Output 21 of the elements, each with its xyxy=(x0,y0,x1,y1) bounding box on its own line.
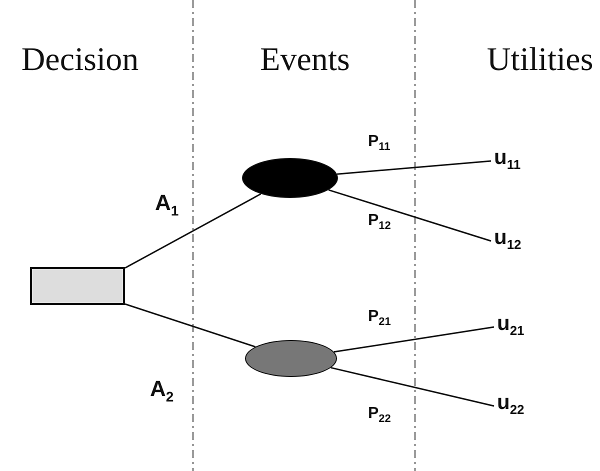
chance-node xyxy=(245,340,337,377)
column-heading: Events xyxy=(260,42,350,79)
edge-label: A$_{2}$ xyxy=(150,376,174,404)
decision-box xyxy=(30,267,125,305)
column-heading: Decision xyxy=(21,42,139,79)
edge-label: P$_{11}$ xyxy=(368,133,390,154)
utility-label: u$_{11}$ xyxy=(494,146,521,172)
utility-label: u$_{12}$ xyxy=(494,226,522,252)
branch-line xyxy=(328,189,492,242)
column-heading: Utilities xyxy=(486,42,594,79)
utility-label: u$_{22}$ xyxy=(497,391,524,418)
edge-label: P$_{21}$ xyxy=(368,308,391,328)
edge-label: P$_{22}$ xyxy=(368,405,391,426)
branch-line xyxy=(124,303,256,348)
branch-line xyxy=(334,326,494,353)
edge-label: P$_{12}$ xyxy=(368,212,391,232)
utility-label: u$_{21}$ xyxy=(497,312,524,338)
branch-line xyxy=(330,366,494,407)
branch-line xyxy=(124,193,262,269)
branch-line xyxy=(337,160,492,175)
edge-label: A$_{1}$ xyxy=(155,190,179,218)
